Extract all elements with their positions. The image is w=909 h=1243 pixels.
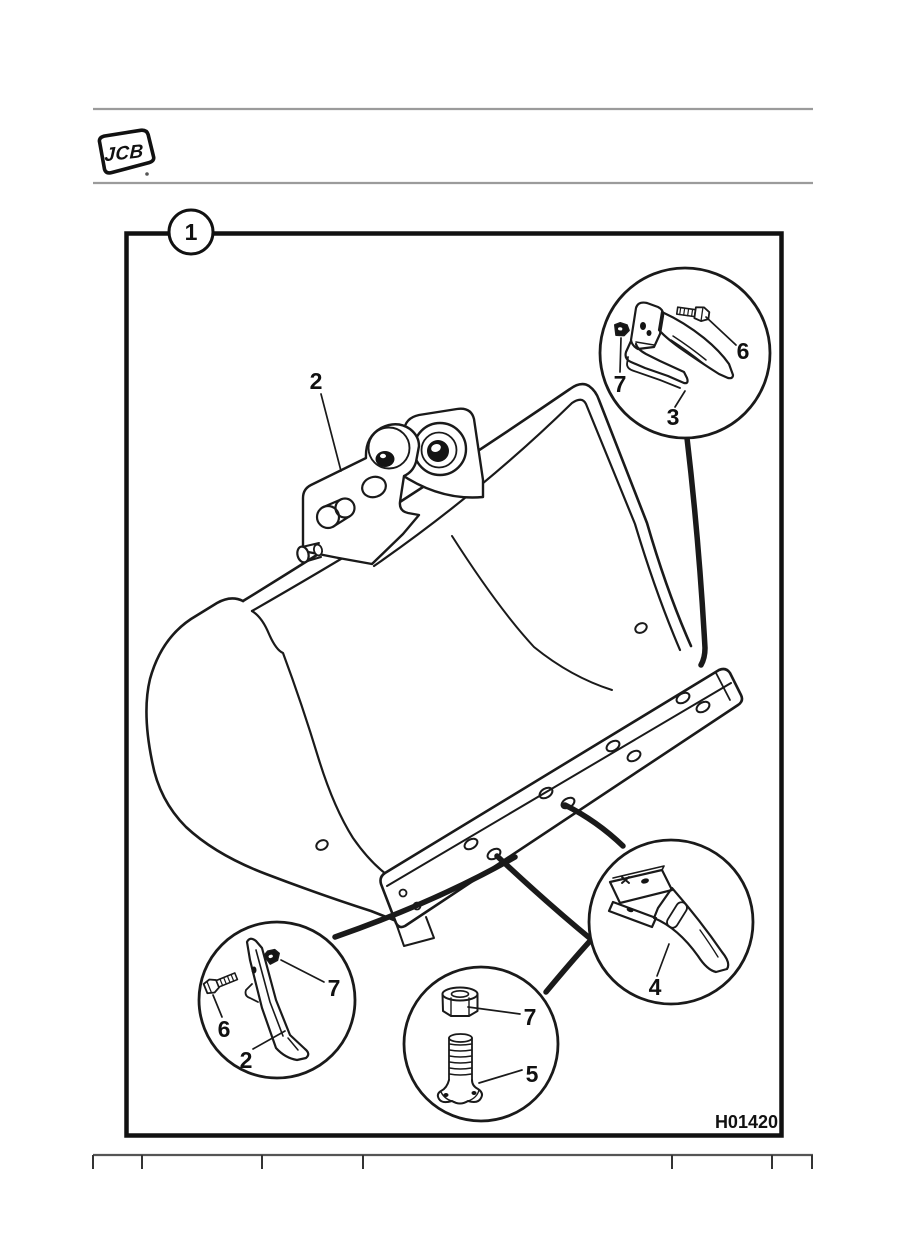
plow-bolt-icon [436, 1033, 483, 1105]
bracket-round-hole [361, 475, 387, 499]
bracket-pin [296, 542, 324, 564]
callout-leaders [467, 1006, 523, 1084]
bucket-drawing [145, 266, 772, 1123]
bucket-lip [379, 667, 744, 947]
detail-circle-hardware [402, 965, 560, 1123]
hex-nut-icon [441, 986, 479, 1017]
callout-side-tooth: 2 [240, 1047, 253, 1073]
detail-circle-center-tooth [587, 838, 755, 1006]
lip-left-end [395, 916, 435, 947]
jcb-logo-text: JCB [104, 141, 144, 166]
lock-nut-icon [614, 321, 630, 337]
callout-nut-top: 7 [614, 371, 627, 397]
center-tooth-icon [607, 865, 730, 974]
callout-nut-center: 7 [524, 1004, 537, 1030]
side-tooth-icon [244, 937, 310, 1062]
lock-nut-icon [263, 948, 280, 965]
bracket-callout-leader [320, 393, 342, 472]
bracket-front-pivot-hole [375, 451, 395, 467]
figure-code: H01420 [715, 1112, 778, 1132]
leader-corner-tooth [684, 435, 708, 668]
callout-center-tooth: 4 [649, 974, 662, 1000]
detail-leader-curves [332, 435, 708, 995]
callout-nut-left: 7 [328, 975, 341, 1001]
back-panel-hole [634, 622, 648, 634]
callout-leaders [656, 943, 670, 977]
bracket-front-plate [301, 423, 421, 566]
callout-corner-tooth: 3 [667, 404, 680, 430]
leader-center-tooth-a [562, 802, 626, 849]
leader-side-tooth [332, 854, 518, 940]
jcb-logo-shield [97, 128, 156, 175]
callout-leaders [212, 959, 325, 1050]
callout-leaders [619, 316, 737, 408]
jcb-logo: JCB [97, 128, 156, 175]
figure-panel-badge: 1 [167, 208, 215, 256]
footer-ruler [92, 1153, 813, 1169]
detail-circle-side-tooth [197, 920, 357, 1080]
callout-bolt-top: 6 [737, 338, 750, 364]
figure-frame [124, 231, 784, 1138]
bracket-slot-hole [315, 497, 356, 530]
bracket-front-boss [367, 426, 411, 470]
bucket-interior-crease [451, 535, 613, 691]
headstock-bracket [296, 407, 485, 566]
registered-mark-dot [145, 172, 149, 176]
corner-tooth-icon [624, 301, 735, 389]
callout-bolt-left: 6 [218, 1016, 231, 1042]
side-plate-hole [315, 839, 329, 851]
bucket-side-plate [145, 597, 401, 924]
ruler-ticks [92, 1155, 813, 1169]
bolt-icon [202, 972, 239, 995]
callout-bracket: 2 [310, 368, 323, 394]
detail-circle-corner-tooth [598, 266, 772, 440]
callout-plow-bolt: 5 [526, 1061, 539, 1087]
leader-center-tooth-b [494, 853, 595, 943]
panel-number: 1 [185, 219, 198, 245]
leader-hardware [543, 938, 593, 995]
